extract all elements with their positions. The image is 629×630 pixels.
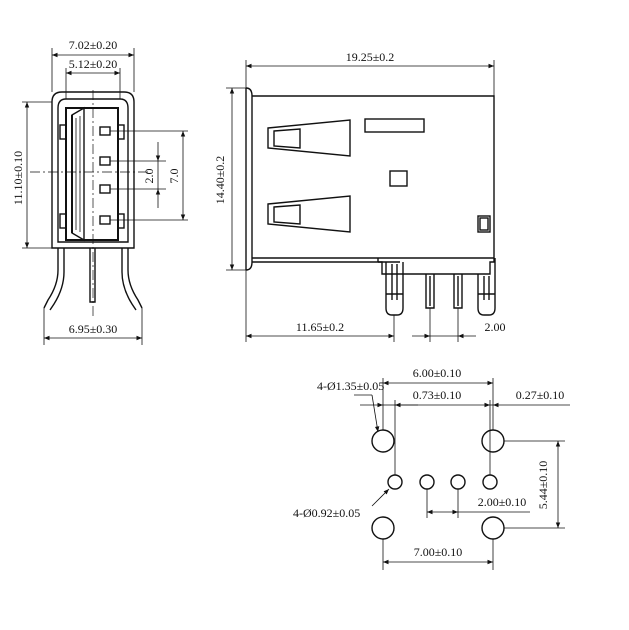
pcb-footprint: 6.00±0.10 0.73±0.10 0.27±0.10 5.44±0.10 … [293,366,570,570]
front-inner-width-label: 5.12±0.20 [69,57,118,71]
front-height-label: 11.10±0.10 [11,151,25,205]
mount-hole-bottom-left [371,516,395,540]
signal-hole-4 [482,474,498,490]
front-pin-pitch-label: 2.0 [142,169,156,184]
signal-offset-label: 0.73±0.10 [413,388,462,402]
front-view: 7.02±0.20 5.12±0.20 11.10±0.10 2.0 7.0 6… [11,38,188,345]
signal-hole-1 [387,474,403,490]
mount-hole-top-left [371,429,395,453]
large-hole-label: 4-Ø1.35±0.05 [317,379,384,393]
side-height-label: 14.40±0.2 [213,156,227,205]
mount-hole-top-right [481,429,505,453]
mount-span-label: 7.00±0.10 [414,545,463,559]
side-length-label: 19.25±0.2 [346,50,395,64]
signal-hole-2 [419,474,435,490]
front-foot-width-label: 6.95±0.30 [69,322,118,336]
signal-pitch-label: 2.00±0.10 [478,495,527,509]
front-pin-span-label: 7.0 [167,169,181,184]
side-pin-offset-label: 11.65±0.2 [296,320,344,334]
mount-hole-bottom-right [481,516,505,540]
signal-hole-3 [450,474,466,490]
side-view: 19.25±0.2 14.40±0.2 11.65±0.2 2.00 [213,50,506,342]
side-pin-pitch-label: 2.00 [485,320,506,334]
mount-pitch-label: 6.00±0.10 [413,366,462,380]
edge-offset-label: 0.27±0.10 [516,388,565,402]
row-spacing-label: 5.44±0.10 [536,461,550,510]
front-outer-width-label: 7.02±0.20 [69,38,118,52]
small-hole-label: 4-Ø0.92±0.05 [293,506,360,520]
